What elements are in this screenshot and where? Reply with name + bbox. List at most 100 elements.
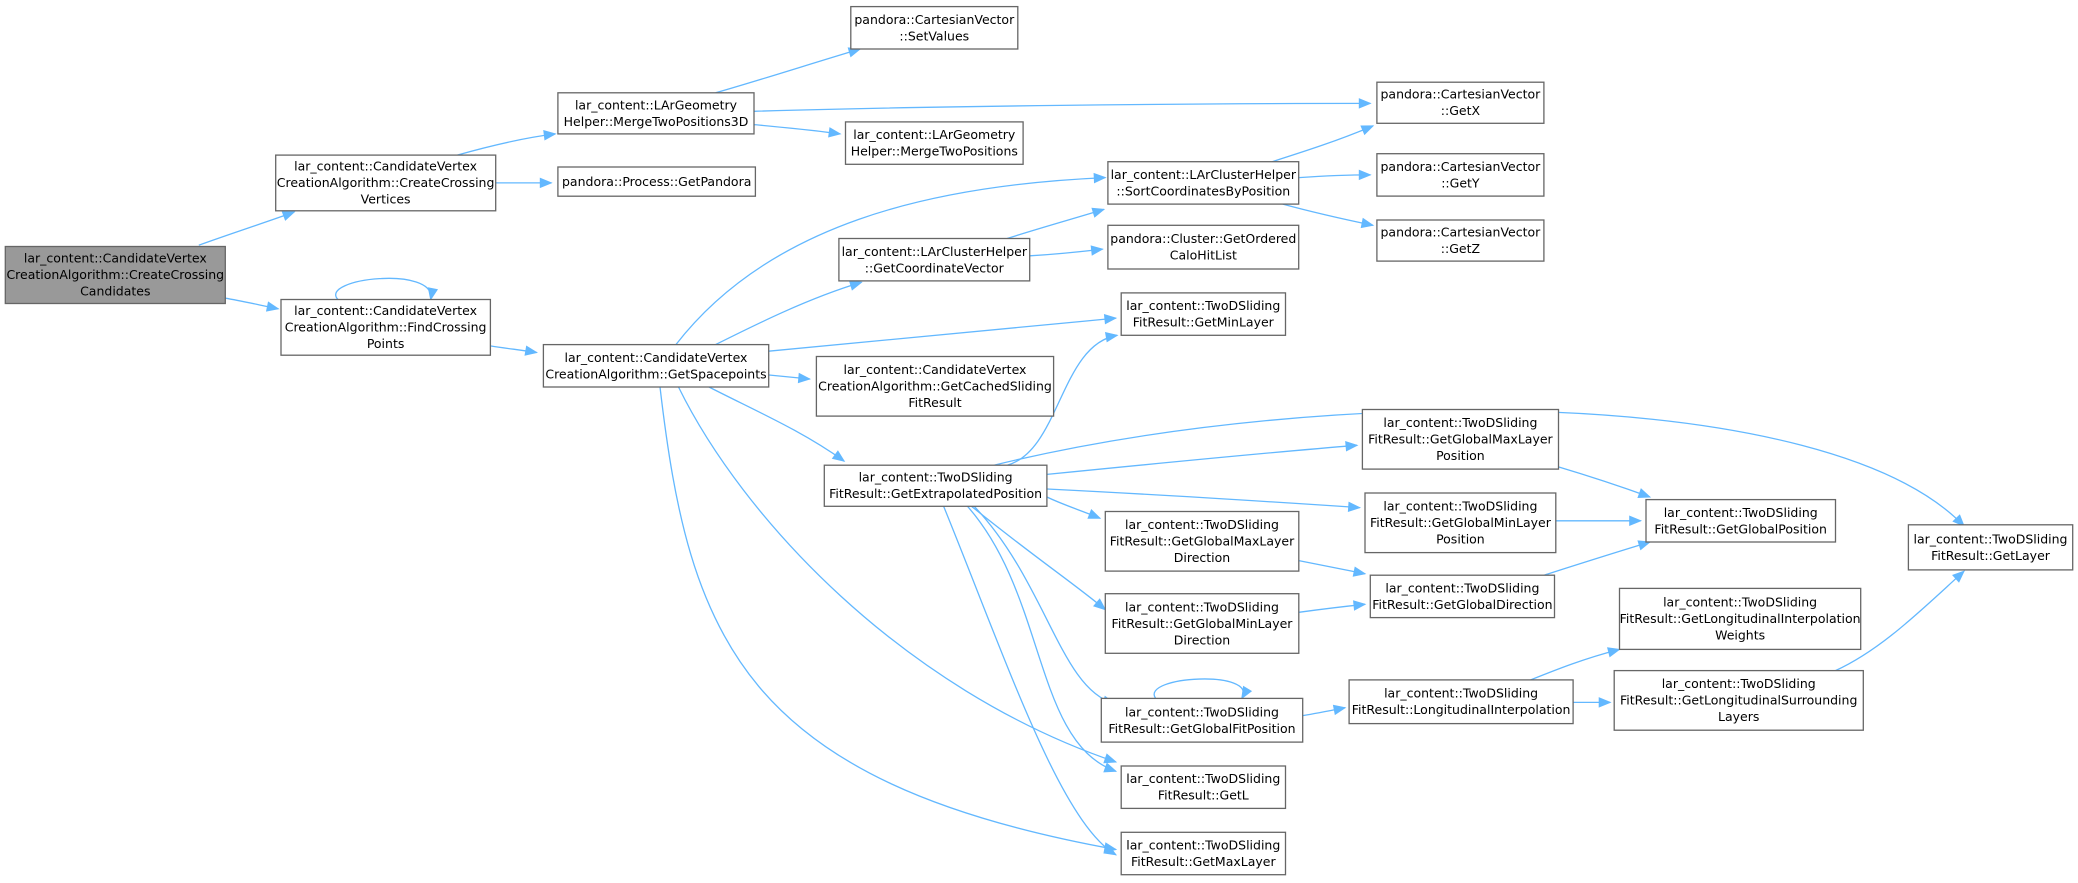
node-box bbox=[1376, 219, 1545, 262]
arrowhead-icon bbox=[1637, 540, 1652, 551]
graph-node-getextrap[interactable]: lar_content::TwoDSlidingFitResult::GetEx… bbox=[823, 464, 1048, 507]
graph-node-gminlp[interactable]: lar_content::TwoDSlidingFitResult::GetGl… bbox=[1364, 492, 1557, 554]
call-edge-sortc-to-gety bbox=[1298, 169, 1372, 181]
arrowhead-icon bbox=[1241, 685, 1253, 700]
node-label-line: ::GetX bbox=[1441, 103, 1481, 118]
call-edge-li-to-gliw bbox=[1530, 647, 1621, 681]
call-edge-ggd-to-ggp bbox=[1543, 540, 1652, 576]
node-label-line: FitResult::GetGlobalPosition bbox=[1654, 521, 1827, 536]
graph-node-getcv[interactable]: lar_content::LArClusterHelper::GetCoordi… bbox=[838, 237, 1031, 282]
arrowhead-icon bbox=[1347, 501, 1362, 513]
graph-node-mtp3d[interactable]: lar_content::LArGeometryHelper::MergeTwo… bbox=[557, 92, 755, 135]
node-label-line: pandora::Cluster::GetOrdered bbox=[1110, 231, 1296, 246]
edge-line bbox=[1557, 465, 1651, 498]
graph-node-root[interactable]: lar_content::CandidateVertexCreationAlgo… bbox=[4, 245, 226, 305]
call-edge-ggfp-to-li bbox=[1302, 704, 1347, 717]
node-box bbox=[1376, 81, 1545, 124]
arrowhead-icon bbox=[1952, 514, 1965, 528]
graph-node-getlayer[interactable]: lar_content::TwoDSlidingFitResult::GetLa… bbox=[1907, 524, 2074, 571]
arrowhead-icon bbox=[1093, 598, 1107, 611]
call-edge-getextrap-to-gmaxld bbox=[1046, 496, 1102, 519]
graph-node-getz[interactable]: pandora::CartesianVector::GetZ bbox=[1376, 219, 1545, 262]
arrowhead-icon bbox=[1360, 217, 1375, 229]
graph-node-getsp[interactable]: lar_content::CandidateVertexCreationAlgo… bbox=[542, 343, 770, 388]
node-box bbox=[1364, 492, 1557, 554]
graph-node-mtp[interactable]: lar_content::LArGeometryHelper::MergeTwo… bbox=[844, 121, 1024, 165]
graph-node-gliw[interactable]: lar_content::TwoDSlidingFitResult::GetLo… bbox=[1618, 587, 1862, 651]
node-label-line: lar_content::CandidateVertex bbox=[24, 251, 207, 266]
node-label-line: FitResult::GetGlobalMaxLayer bbox=[1110, 534, 1295, 549]
node-label-line: lar_content::LArClusterHelper bbox=[842, 244, 1028, 259]
node-box bbox=[850, 5, 1019, 50]
call-edge-getsp-to-sortc bbox=[675, 172, 1107, 345]
graph-node-gmaxld[interactable]: lar_content::TwoDSlidingFitResult::GetGl… bbox=[1104, 510, 1300, 572]
edge-line bbox=[1046, 488, 1360, 509]
node-label-line: pandora::CartesianVector bbox=[1380, 159, 1541, 174]
graph-node-glsl[interactable]: lar_content::TwoDSlidingFitResult::GetLo… bbox=[1613, 669, 1864, 731]
node-label-line: FitResult::LongitudinalInterpolation bbox=[1352, 702, 1571, 717]
arrowhead-icon bbox=[1598, 697, 1612, 708]
graph-node-gminld[interactable]: lar_content::TwoDSlidingFitResult::GetGl… bbox=[1104, 593, 1300, 654]
node-box bbox=[1120, 765, 1287, 810]
graph-node-fcp[interactable]: lar_content::CandidateVertexCreationAlgo… bbox=[280, 298, 492, 356]
node-label-line: lar_content::TwoDSliding bbox=[1125, 704, 1279, 719]
graph-node-gety[interactable]: pandora::CartesianVector::GetY bbox=[1376, 153, 1545, 197]
edge-line bbox=[1530, 648, 1620, 681]
node-label-line: lar_content::LArGeometry bbox=[853, 127, 1016, 142]
node-label-line: lar_content::TwoDSliding bbox=[1126, 838, 1280, 853]
edge-line bbox=[966, 505, 1117, 772]
node-box bbox=[1100, 697, 1304, 743]
arrowhead-icon bbox=[427, 287, 439, 301]
edge-line bbox=[1007, 208, 1105, 240]
node-box bbox=[1361, 408, 1560, 470]
graph-node-setvalues[interactable]: pandora::CartesianVector::SetValues bbox=[850, 5, 1019, 50]
node-label-line: lar_content::TwoDSliding bbox=[1913, 531, 2067, 546]
graph-node-ggd[interactable]: lar_content::TwoDSlidingFitResult::GetGl… bbox=[1369, 574, 1556, 619]
call-edge-root-to-fcp bbox=[225, 297, 280, 312]
arrowhead-icon bbox=[1087, 509, 1102, 519]
graph-node-getcached[interactable]: lar_content::CandidateVertexCreationAlgo… bbox=[815, 355, 1055, 417]
node-label-line: Candidates bbox=[80, 284, 150, 299]
call-edge-ggfp-to-ggfp bbox=[1153, 678, 1253, 700]
arrowhead-icon bbox=[1629, 515, 1643, 527]
edge-line bbox=[708, 386, 845, 462]
graph-node-ccv[interactable]: lar_content::CandidateVertexCreationAlgo… bbox=[275, 154, 497, 212]
arrowhead-icon bbox=[1103, 753, 1118, 764]
graph-node-sortc[interactable]: lar_content::LArClusterHelper::SortCoord… bbox=[1107, 161, 1300, 205]
edge-line bbox=[1007, 334, 1118, 466]
graph-node-li[interactable]: lar_content::TwoDSlidingFitResult::Longi… bbox=[1348, 679, 1574, 725]
graph-node-ggfp[interactable]: lar_content::TwoDSlidingFitResult::GetGl… bbox=[1100, 697, 1304, 743]
edge-line bbox=[1835, 570, 1965, 672]
arrowhead-icon bbox=[1952, 570, 1965, 583]
node-box bbox=[838, 237, 1031, 282]
node-label-line: lar_content::LArClusterHelper bbox=[1111, 167, 1297, 182]
call-edge-gmaxld-to-ggd bbox=[1298, 559, 1367, 577]
call-edge-getextrap-to-getmaxlayer bbox=[942, 505, 1118, 856]
node-box bbox=[1907, 524, 2074, 571]
arrowhead-icon bbox=[1353, 600, 1367, 611]
graph-node-getx[interactable]: pandora::CartesianVector::GetX bbox=[1376, 81, 1545, 124]
call-edge-ccv-to-getpandora bbox=[495, 177, 553, 189]
graph-node-getmaxlayer[interactable]: lar_content::TwoDSlidingFitResult::GetMa… bbox=[1120, 831, 1287, 876]
graph-node-getminlayer[interactable]: lar_content::TwoDSlidingFitResult::GetMi… bbox=[1120, 292, 1287, 336]
call-edge-sortc-to-getx bbox=[1272, 125, 1375, 163]
graph-node-gmaxlp[interactable]: lar_content::TwoDSlidingFitResult::GetGl… bbox=[1361, 408, 1560, 470]
node-label-line: FitResult::GetLongitudinalSurrounding bbox=[1620, 693, 1857, 708]
graph-node-getpandora[interactable]: pandora::Process::GetPandora bbox=[557, 166, 757, 197]
graph-node-ggp[interactable]: lar_content::TwoDSlidingFitResult::GetGl… bbox=[1645, 498, 1837, 543]
node-label-line: Helper::MergeTwoPositions3D bbox=[564, 114, 749, 129]
node-box bbox=[1376, 153, 1545, 197]
node-label-line: CreationAlgorithm::FindCrossing bbox=[285, 320, 487, 335]
call-edge-getsp-to-getcached bbox=[768, 372, 812, 384]
node-label-line: FitResult::GetGlobalMaxLayer bbox=[1368, 432, 1553, 447]
node-label-line: ::SortCoordinatesByPosition bbox=[1116, 183, 1290, 198]
node-label-line: ::GetY bbox=[1441, 175, 1480, 190]
node-label-line: lar_content::CandidateVertex bbox=[294, 159, 477, 174]
node-box bbox=[542, 343, 770, 388]
node-label-line: FitResult::GetGlobalMinLayer bbox=[1112, 616, 1294, 631]
node-label-line: lar_content::TwoDSliding bbox=[1125, 599, 1279, 614]
node-label-line: lar_content::TwoDSliding bbox=[1664, 505, 1818, 520]
node-label-line: Position bbox=[1436, 532, 1485, 547]
